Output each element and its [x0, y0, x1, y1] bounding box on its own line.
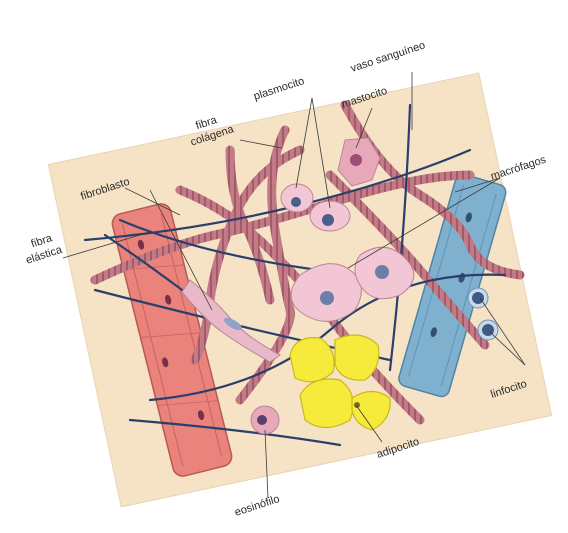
- label-plasmocito: plasmocito: [252, 75, 306, 103]
- label-eosinofilo: eosinófilo: [233, 493, 281, 519]
- eosinophil: [251, 406, 279, 434]
- plasma-cell-1: [281, 184, 313, 212]
- plasma-cell-2: [310, 201, 350, 231]
- label-macrofagos: macrófagos: [489, 154, 548, 183]
- label-fibra-elastica-2: elástica: [24, 244, 64, 267]
- label-vaso-sanguineo: vaso sanguíneo: [349, 39, 427, 74]
